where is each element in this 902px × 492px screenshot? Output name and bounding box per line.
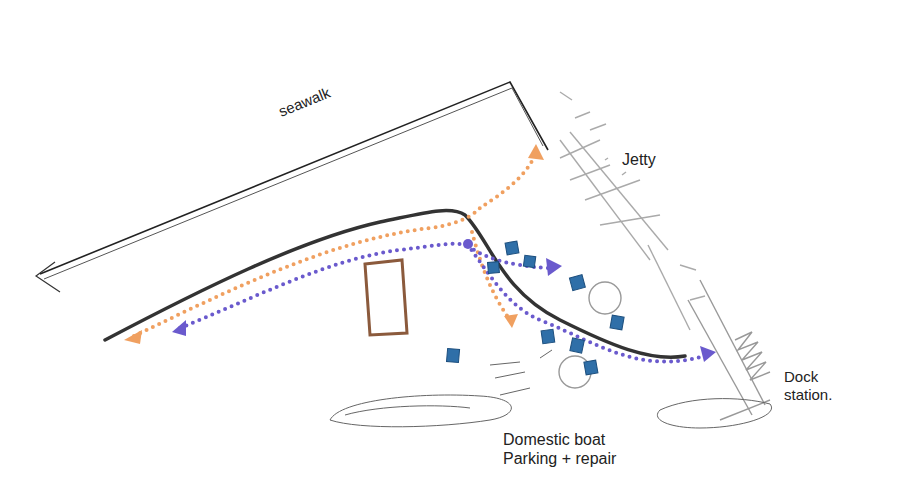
boat-route [180, 244, 705, 362]
boat-marker [446, 241, 624, 375]
area-label: Domestic boat Parking + repair [503, 430, 643, 468]
pedestrian-route [134, 152, 536, 336]
building-footprint [365, 260, 407, 335]
boat-outline [330, 350, 772, 428]
dock-label: Dock station. [784, 368, 864, 404]
route-arrowhead [124, 144, 544, 344]
seawalk-arrow [36, 262, 60, 292]
jetty [560, 92, 705, 330]
seawalk-edge [40, 82, 548, 274]
jetty-label: Jetty [622, 150, 656, 169]
seawalk-label: seawalk [276, 84, 333, 121]
route-arrowhead [172, 239, 716, 362]
